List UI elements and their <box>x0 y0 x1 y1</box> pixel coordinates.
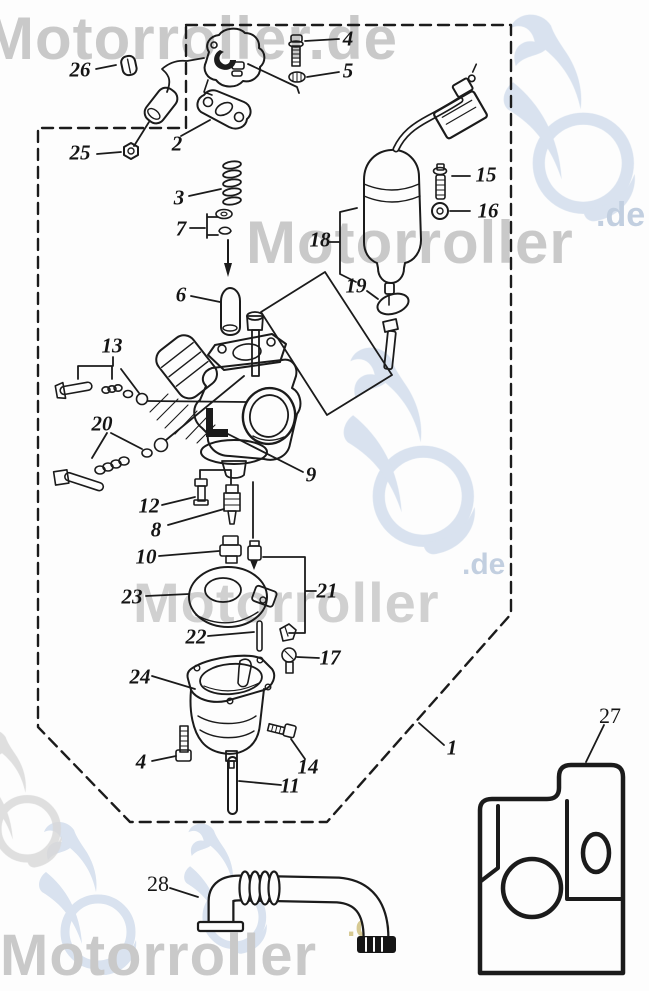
part-label-13: 13 <box>101 333 123 358</box>
watermark-de-lower: .de <box>462 548 506 581</box>
duct-bellows <box>238 870 281 906</box>
throttle-stop-12 <box>193 478 209 506</box>
part-label-11: 11 <box>280 773 300 798</box>
duct-flange <box>196 920 245 933</box>
leader-lines <box>77 38 605 898</box>
screw-4-top <box>288 34 304 67</box>
part-label-20: 20 <box>91 411 113 436</box>
part-label-3: 3 <box>173 185 185 210</box>
auto-choke-unit <box>363 63 488 306</box>
part-label-21: 21 <box>316 578 338 603</box>
part-label-16: 16 <box>477 198 499 223</box>
watermark-bottom: Motorroller <box>0 923 318 988</box>
part-label-27: 27 <box>599 703 621 728</box>
choke-screw-15 <box>432 163 448 200</box>
part-label-9: 9 <box>305 462 317 487</box>
washer-16 <box>431 202 449 220</box>
part-label-2: 2 <box>171 131 183 156</box>
dashed-boundary <box>36 23 513 824</box>
float-needle-valve <box>247 540 262 570</box>
part-label-28: 28 <box>147 871 169 896</box>
float-pin-clip <box>279 623 297 642</box>
part-label-25: 25 <box>69 140 91 165</box>
part-label-17: 17 <box>319 645 341 670</box>
intake-duct-28 <box>196 870 396 953</box>
o-ring-19 <box>376 292 410 316</box>
choke-mounting-plane <box>260 271 393 416</box>
part-label-24: 24 <box>129 664 151 689</box>
screw-17 <box>281 647 297 674</box>
part-label-7: 7 <box>175 216 187 241</box>
part-label-15: 15 <box>475 162 497 187</box>
part-label-18: 18 <box>309 227 331 252</box>
duct-end-cap <box>357 936 396 953</box>
throttle-slide <box>220 287 241 336</box>
rubber-boot <box>143 86 179 125</box>
part-label-23: 23 <box>121 584 143 609</box>
part-label-10: 10 <box>135 544 157 569</box>
watermark-middle: Motorroller <box>246 209 574 276</box>
part-label-19: 19 <box>345 273 367 298</box>
part-label-8: 8 <box>150 517 162 542</box>
hatching <box>149 393 216 444</box>
cap-26 <box>120 54 138 77</box>
part-label-4-bottom: 4 <box>135 749 147 774</box>
needle-jet-10 <box>219 535 242 564</box>
part-label-6: 6 <box>175 282 187 307</box>
part-label-22: 22 <box>185 624 207 649</box>
float-23 <box>188 566 278 628</box>
float-pin-22 <box>256 620 263 652</box>
watermark-lower: Motorroller <box>133 571 440 634</box>
top-gasket <box>196 89 252 130</box>
screw-14 <box>266 722 297 739</box>
watermark-de-middle: .de <box>596 196 646 234</box>
carburetor-body <box>149 311 302 479</box>
part-label-14: 14 <box>297 754 319 779</box>
part-label-26: 26 <box>69 57 91 82</box>
part-label-1: 1 <box>446 735 458 760</box>
part-label-12: 12 <box>138 493 160 518</box>
cover-plate-27 <box>477 762 626 976</box>
nut-25 <box>123 142 139 160</box>
pilot-screw-set <box>54 381 149 406</box>
main-jet-8 <box>223 484 241 525</box>
jet-needle-set <box>215 208 233 277</box>
idle-screw-set <box>52 437 169 492</box>
part-label-5: 5 <box>342 58 354 83</box>
bowl-bolt <box>382 318 399 371</box>
float-bowl-24 <box>186 654 276 769</box>
carburetor-top-cap <box>203 27 266 96</box>
throttle-spring <box>222 160 242 206</box>
drain-tube-11 <box>227 756 238 815</box>
watermark-top: Motorroller.de <box>0 5 399 72</box>
screw-4-bottom <box>175 725 192 762</box>
part-label-4-top: 4 <box>342 26 354 51</box>
nut-5 <box>288 71 306 83</box>
